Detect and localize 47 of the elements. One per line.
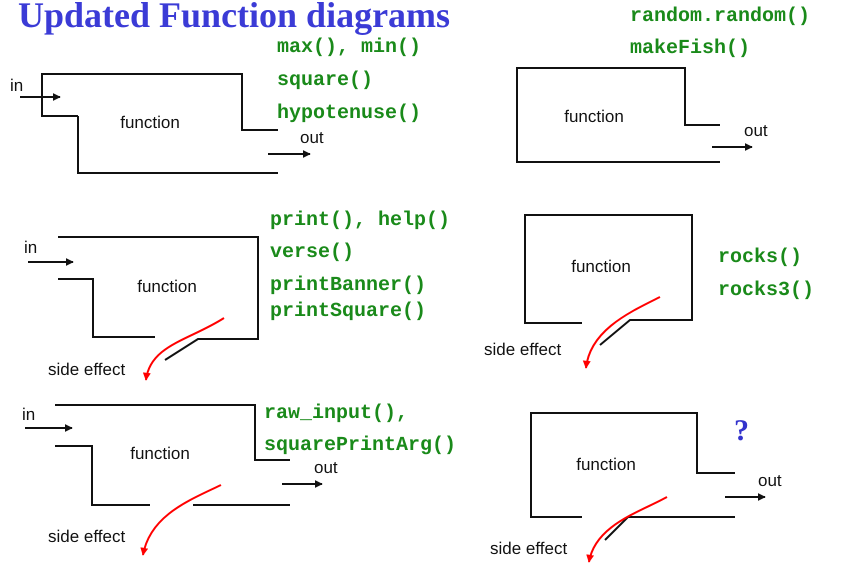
edge-label: in [22,405,36,425]
function-label: function [120,113,180,133]
edge-label: out [744,121,768,141]
function-label: function [130,444,190,464]
function-name: makeFish() [630,37,750,60]
arrow [268,150,311,158]
function-outline [531,413,735,541]
function-name: printBanner() [270,274,426,297]
arrow [725,493,766,501]
arrow [712,143,753,151]
function-name: random.random() [630,5,810,28]
function-outline [58,237,258,361]
function-name: rocks() [718,246,802,269]
function-name: hypotenuse() [277,102,422,125]
edge-label: in [10,76,24,96]
function-label: function [571,257,631,277]
curved-arrow [583,296,660,369]
arrow [25,424,73,432]
curved-arrow [586,496,668,563]
function-name: square() [277,69,374,92]
function-name: max(), min() [277,36,422,59]
function-name: raw_input(), [264,402,408,425]
edge-label: side effect [490,539,568,559]
function-name: printSquare() [270,300,426,323]
edge-label: in [24,238,38,258]
edge-label: out [314,458,338,478]
edge-label: side effect [48,527,126,547]
function-label: function [137,277,197,297]
curved-arrow [144,317,225,381]
edge-label: out [300,128,324,148]
edge-label: side effect [48,360,126,380]
slide-title: Updated Function diagrams [18,0,450,36]
function-outline [42,74,278,174]
function-name: print(), help() [270,209,450,232]
edge-label: out [758,471,782,491]
function-name: rocks3() [718,279,814,302]
arrow [28,258,74,266]
function-label: function [576,455,636,475]
arrow [20,93,61,101]
arrow [282,480,323,488]
function-outline [517,68,720,163]
function-name: squarePrintArg() [264,434,456,457]
edge-label: side effect [484,340,562,360]
question-mark: ? [734,414,749,448]
function-name: verse() [270,241,354,264]
function-label: function [564,107,624,127]
curved-arrow [140,484,222,556]
